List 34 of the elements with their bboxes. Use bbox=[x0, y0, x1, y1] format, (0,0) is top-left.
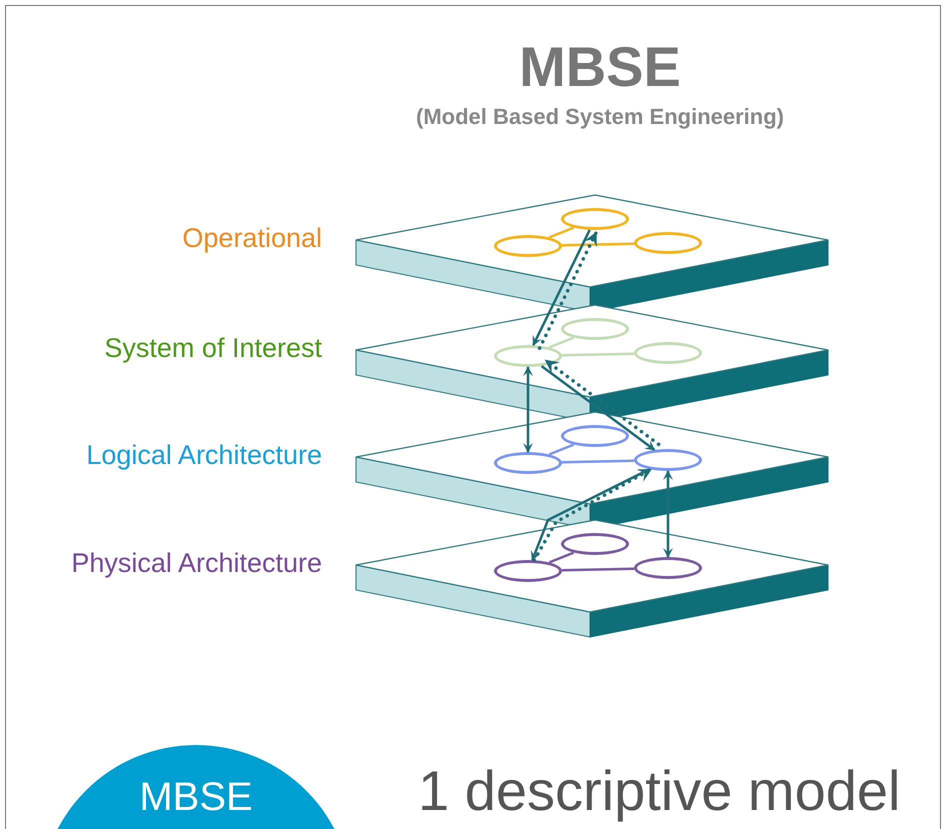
link-line bbox=[548, 226, 574, 239]
ellipse-node bbox=[561, 533, 629, 555]
layer-label: Logical Architecture bbox=[86, 440, 322, 471]
ellipse-node bbox=[634, 232, 702, 254]
arrow bbox=[532, 229, 591, 346]
ellipse-node bbox=[634, 557, 702, 579]
dotted-arrow bbox=[538, 231, 598, 350]
layer-label: Physical Architecture bbox=[71, 548, 322, 579]
ellipse-node bbox=[494, 560, 562, 582]
dotted-arrow bbox=[544, 358, 660, 446]
ellipse-node bbox=[634, 449, 702, 471]
circle-label: MBSE bbox=[138, 775, 254, 820]
layer-label: Operational bbox=[182, 223, 322, 254]
link-line bbox=[562, 459, 634, 464]
arrow bbox=[540, 365, 656, 451]
ellipse-node bbox=[494, 345, 562, 367]
layer-label: System of Interest bbox=[104, 333, 322, 364]
ellipse-node bbox=[494, 452, 562, 474]
link-line bbox=[548, 443, 574, 456]
ellipse-node bbox=[561, 318, 629, 340]
link-line bbox=[562, 242, 634, 247]
ellipse-node bbox=[634, 342, 702, 364]
statement-text: 1 descriptive model bbox=[418, 758, 900, 823]
ellipse-node bbox=[561, 208, 629, 230]
link-line bbox=[548, 336, 574, 349]
subtitle: (Model Based System Engineering) bbox=[415, 104, 785, 130]
double-arrow bbox=[663, 470, 673, 558]
ellipse-node bbox=[561, 425, 629, 447]
link-line bbox=[562, 352, 634, 357]
link-line bbox=[548, 551, 574, 564]
double-arrow bbox=[523, 366, 533, 453]
title: MBSE bbox=[518, 34, 682, 99]
link-line bbox=[562, 567, 634, 572]
ellipse-node bbox=[494, 235, 562, 257]
